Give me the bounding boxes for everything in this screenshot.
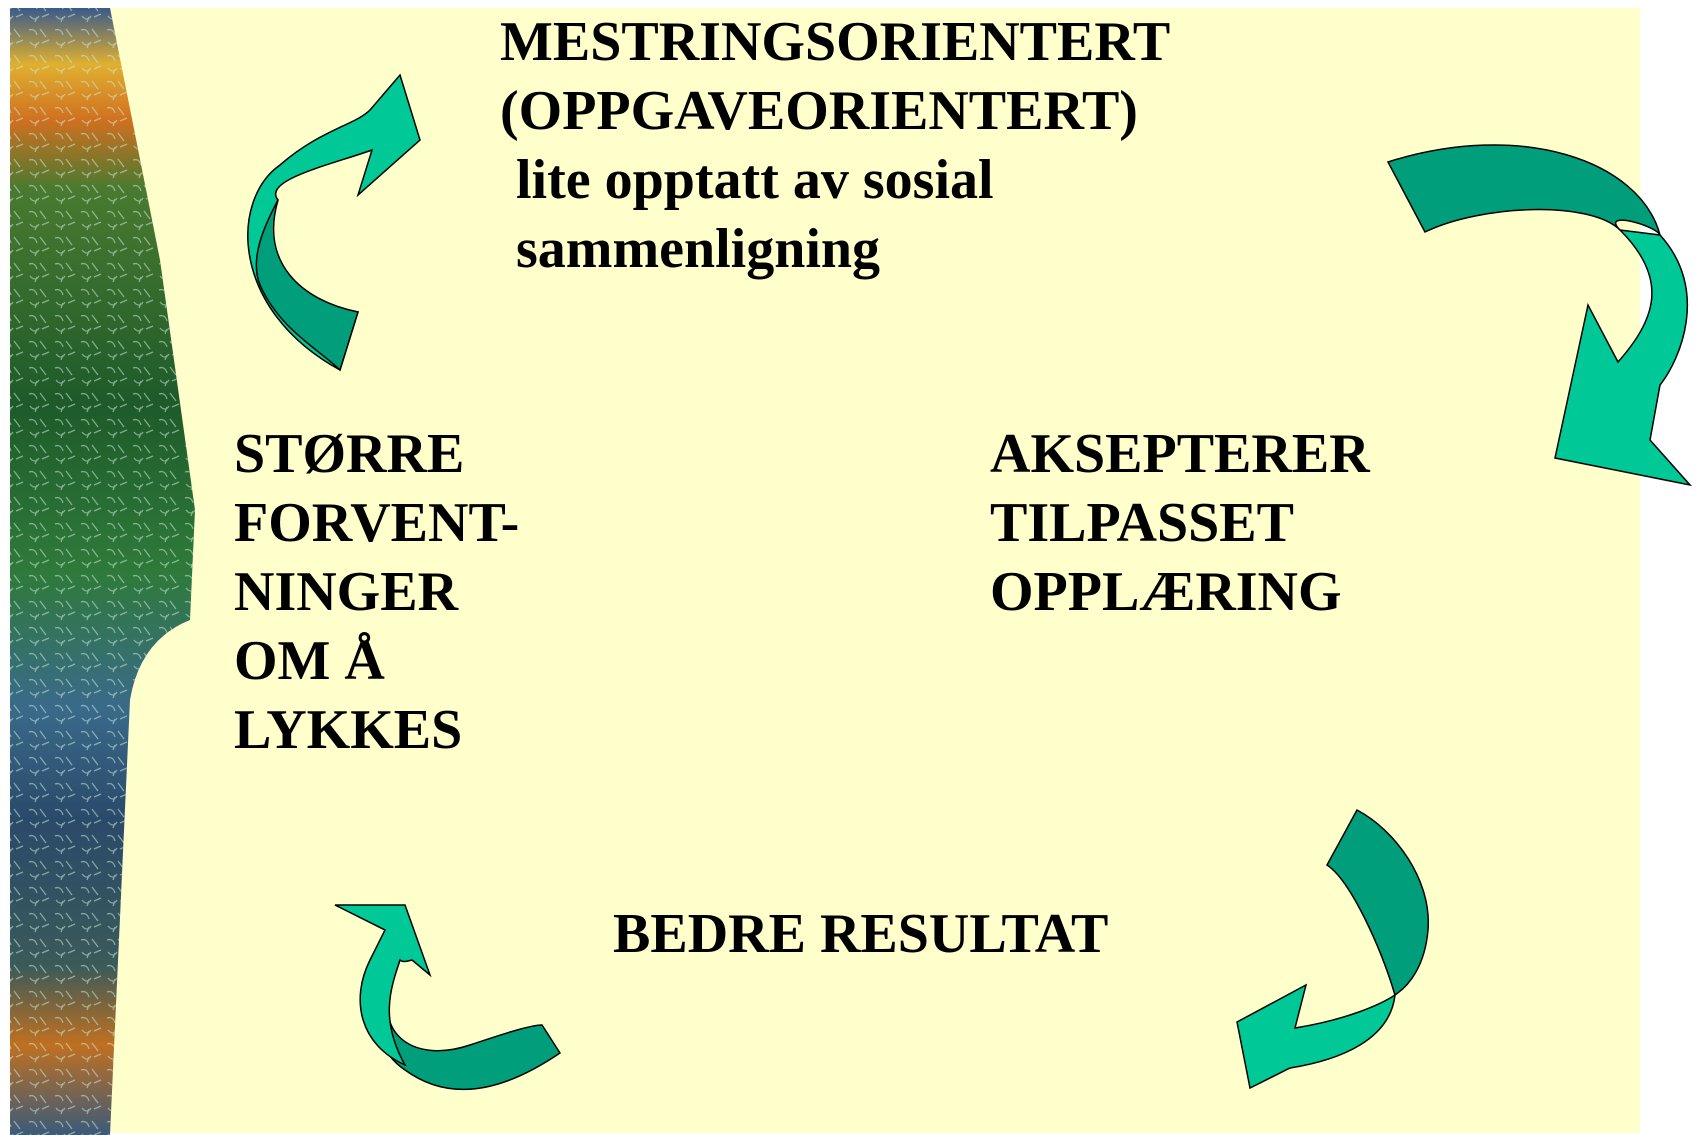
- left-line-2: FORVENT-: [234, 492, 520, 554]
- curved-arrow-icon: [1386, 144, 1693, 487]
- right-line-1: AKSEPTERER: [990, 423, 1370, 485]
- right-concept-text: AKSEPTERER TILPASSET OPPLÆRING: [990, 420, 1370, 627]
- top-line-1: MESTRINGSORIENTERT: [500, 11, 1171, 73]
- left-line-4: OM Å: [234, 630, 385, 692]
- curved-arrow-icon: [247, 73, 421, 372]
- right-line-3: OPPLÆRING: [990, 561, 1342, 623]
- left-line-3: NINGER: [234, 561, 459, 623]
- top-line-2: (OPPGAVEORIENTERT): [500, 80, 1138, 142]
- left-concept-text: STØRRE FORVENT- NINGER OM Å LYKKES: [234, 420, 519, 765]
- left-line-1: STØRRE: [234, 423, 465, 485]
- slide-background: [10, 8, 1640, 1133]
- curved-arrow-icon: [1236, 808, 1429, 1090]
- top-line-4: sammenligning: [516, 218, 881, 280]
- bottom-concept-text: BEDRE RESULTAT: [613, 900, 1108, 969]
- top-concept-text: MESTRINGSORIENTERT (OPPGAVEORIENTERT) li…: [500, 8, 1170, 284]
- curved-arrow-icon: [334, 904, 562, 1091]
- right-line-2: TILPASSET: [990, 492, 1294, 554]
- left-line-5: LYKKES: [234, 699, 463, 761]
- top-line-3: lite opptatt av sosial: [516, 149, 994, 211]
- bottom-line-1: BEDRE RESULTAT: [613, 903, 1109, 965]
